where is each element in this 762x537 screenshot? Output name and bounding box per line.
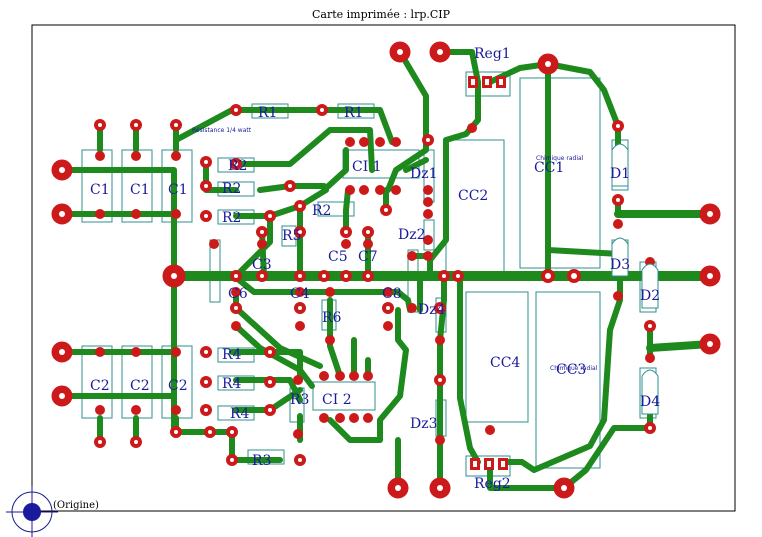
label-dz3: Dz3 bbox=[410, 416, 438, 432]
label-r4b: R4 bbox=[222, 376, 242, 392]
label-d1: D1 bbox=[610, 166, 630, 182]
page-title: Carte imprimée : lrp.CIP bbox=[311, 8, 451, 21]
label-cc1-note: Chimique radial bbox=[536, 155, 584, 162]
label-c2a: C2 bbox=[90, 378, 110, 394]
label-c6: C6 bbox=[228, 286, 248, 302]
label-cc3: CC3 bbox=[556, 362, 586, 378]
label-ci2: CI 2 bbox=[322, 392, 352, 408]
label-dz1: Dz1 bbox=[410, 166, 438, 182]
label-d4: D4 bbox=[640, 394, 660, 410]
label-c1c: C1 bbox=[168, 182, 188, 198]
label-res-note: Résistance 1/4 watt bbox=[192, 127, 252, 134]
label-r1b: R1 bbox=[344, 105, 363, 121]
small-pads bbox=[59, 49, 713, 491]
label-r4a: R4 bbox=[222, 347, 242, 363]
label-reg1: Reg1 bbox=[474, 46, 511, 62]
label-dz4: Dz4 bbox=[418, 302, 446, 318]
label-d2: D2 bbox=[640, 288, 660, 304]
diode-shapes bbox=[611, 143, 659, 415]
label-cc3-note: Chimique radial bbox=[550, 365, 598, 372]
origin-label: (Origine) bbox=[53, 500, 99, 511]
label-d3: D3 bbox=[610, 257, 630, 273]
label-ci1: CI 1 bbox=[352, 159, 382, 175]
label-cc4: CC4 bbox=[490, 355, 520, 371]
label-r3a: R3 bbox=[290, 392, 309, 408]
label-c3: C3 bbox=[252, 257, 272, 273]
label-c2b: C2 bbox=[130, 378, 150, 394]
label-r1a: R1 bbox=[258, 105, 277, 121]
board-outline bbox=[31, 24, 736, 512]
label-r2a: R2 bbox=[228, 158, 247, 174]
component-labels: Reg1 Reg2 R1 R1 R2 R2 R2 R2 R5 R6 R3 R3 … bbox=[90, 46, 660, 492]
label-cc1: CC1 bbox=[534, 160, 564, 176]
label-c7: C7 bbox=[358, 249, 378, 265]
label-r6: R6 bbox=[322, 310, 342, 326]
label-r2b: R2 bbox=[222, 181, 241, 197]
regulator-pads bbox=[468, 76, 508, 470]
label-r2c: R2 bbox=[222, 210, 241, 226]
label-r5: R5 bbox=[282, 228, 301, 244]
origin-marker bbox=[6, 486, 58, 537]
label-r2d: R2 bbox=[312, 203, 331, 219]
label-r4c: R4 bbox=[230, 406, 250, 422]
label-c1b: C1 bbox=[130, 182, 150, 198]
copper-traces bbox=[59, 49, 715, 491]
label-c8: C8 bbox=[382, 286, 402, 302]
label-c5: C5 bbox=[328, 249, 348, 265]
label-cc2: CC2 bbox=[458, 188, 488, 204]
label-c1a: C1 bbox=[90, 182, 110, 198]
label-c4: C4 bbox=[290, 286, 310, 302]
label-dz2: Dz2 bbox=[398, 227, 426, 243]
label-reg2: Reg2 bbox=[474, 476, 511, 492]
label-c2c: C2 bbox=[168, 378, 188, 394]
label-r3b: R3 bbox=[252, 453, 271, 469]
